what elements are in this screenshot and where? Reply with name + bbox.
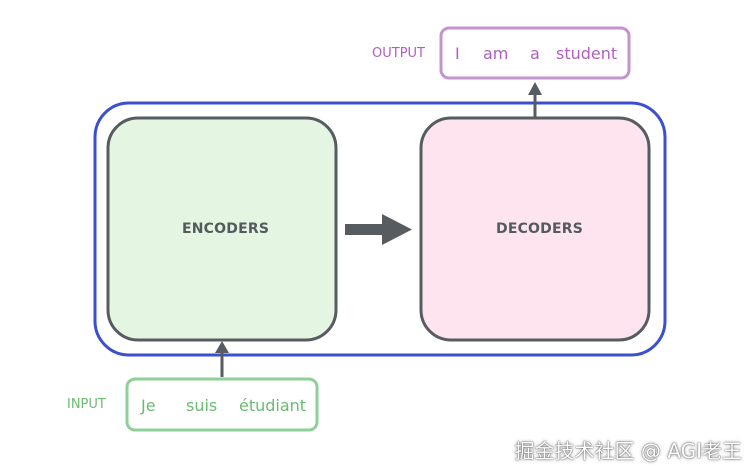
encoders-label: ENCODERS	[182, 221, 270, 237]
output-label: OUTPUT	[372, 46, 425, 61]
output-token: I	[455, 44, 460, 63]
output-token: am	[483, 44, 509, 63]
decoders-label: DECODERS	[496, 221, 584, 237]
input-token: suis	[186, 396, 218, 415]
output-token: student	[556, 44, 618, 63]
output-box	[439, 26, 631, 80]
watermark: 掘金技术社区 @ AGI老王	[514, 439, 742, 463]
input-arrow	[215, 341, 229, 377]
output-token: a	[530, 44, 540, 63]
input-label: INPUT	[67, 397, 106, 412]
encoder-to-decoder-arrow	[345, 214, 412, 245]
transformer-outer-box	[93, 101, 667, 357]
input-token: Je	[141, 396, 156, 415]
encoders-box	[106, 116, 338, 342]
input-box	[125, 377, 319, 432]
output-arrow	[528, 82, 542, 118]
input-token: étudiant	[239, 396, 307, 415]
